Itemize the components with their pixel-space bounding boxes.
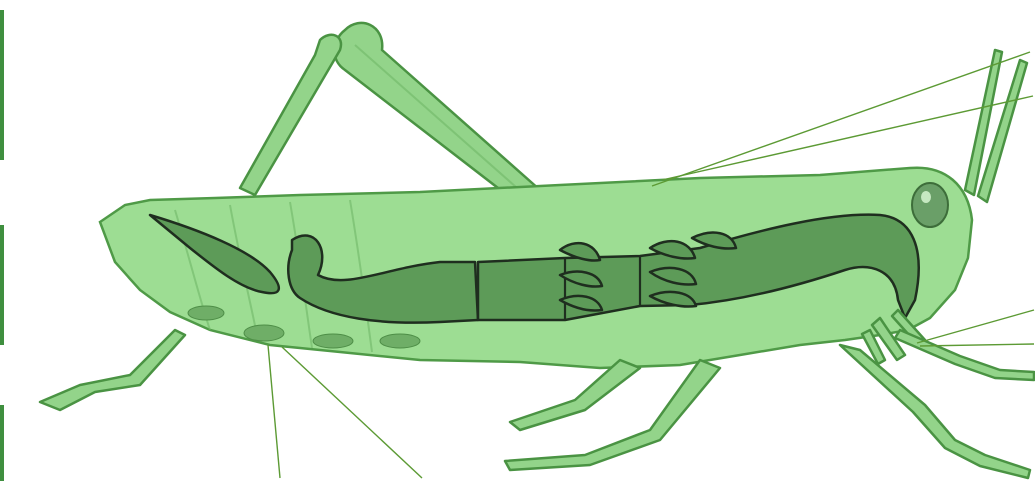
compound-eye: [912, 183, 948, 227]
left-edge-bar-middle: [0, 225, 4, 345]
left-edge-bar-top: [0, 10, 4, 160]
hind-tibia: [240, 35, 341, 195]
front-leg: [840, 345, 1030, 478]
front-leg-upper: [895, 330, 1034, 380]
rear-tarsus: [40, 330, 185, 410]
left-edge-bar-bottom: [0, 405, 4, 481]
middle-leg: [510, 360, 640, 430]
hind-femur: [334, 23, 540, 205]
eye-highlight: [921, 191, 931, 203]
